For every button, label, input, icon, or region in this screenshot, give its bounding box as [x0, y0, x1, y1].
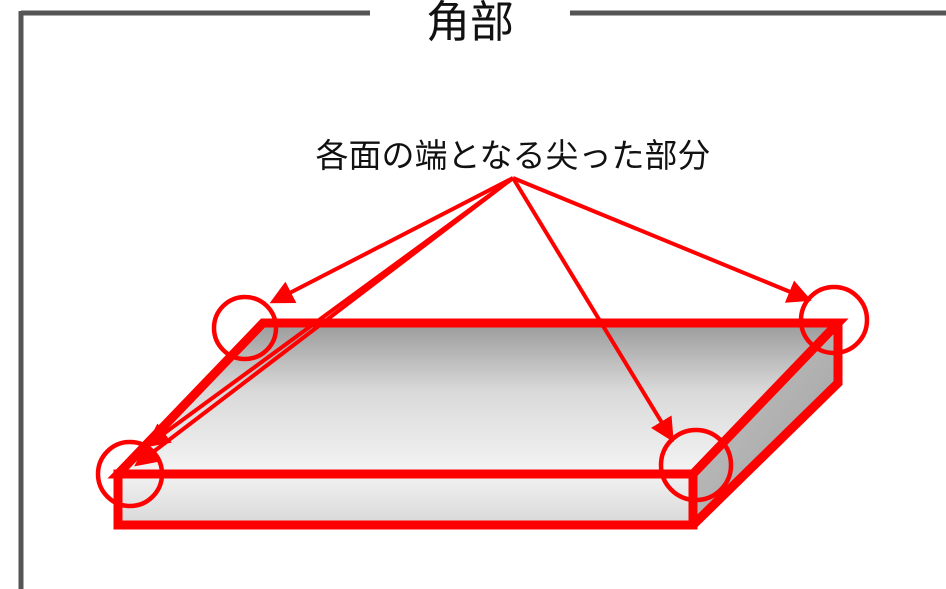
callout-label: 各面の端となる尖った部分 — [315, 136, 710, 175]
corner-circle-front-left — [95, 439, 165, 509]
corner-circle-back-left — [211, 294, 279, 362]
corner-markers — [95, 284, 870, 509]
slab-side-outline — [689, 323, 843, 529]
arrow-to-back-left — [269, 176, 514, 304]
section-heading: 角部 — [426, 0, 514, 48]
arrow-to-front-right — [511, 176, 674, 443]
corner-circle-front-right — [658, 427, 734, 503]
arrow-to-front-left-top — [145, 176, 515, 448]
corner-circle-back-right — [798, 284, 870, 356]
callout-arrows — [134, 176, 812, 467]
arrow-to-back-right — [512, 176, 812, 303]
slab-front-face — [118, 474, 693, 525]
section-frame — [18, 10, 946, 589]
